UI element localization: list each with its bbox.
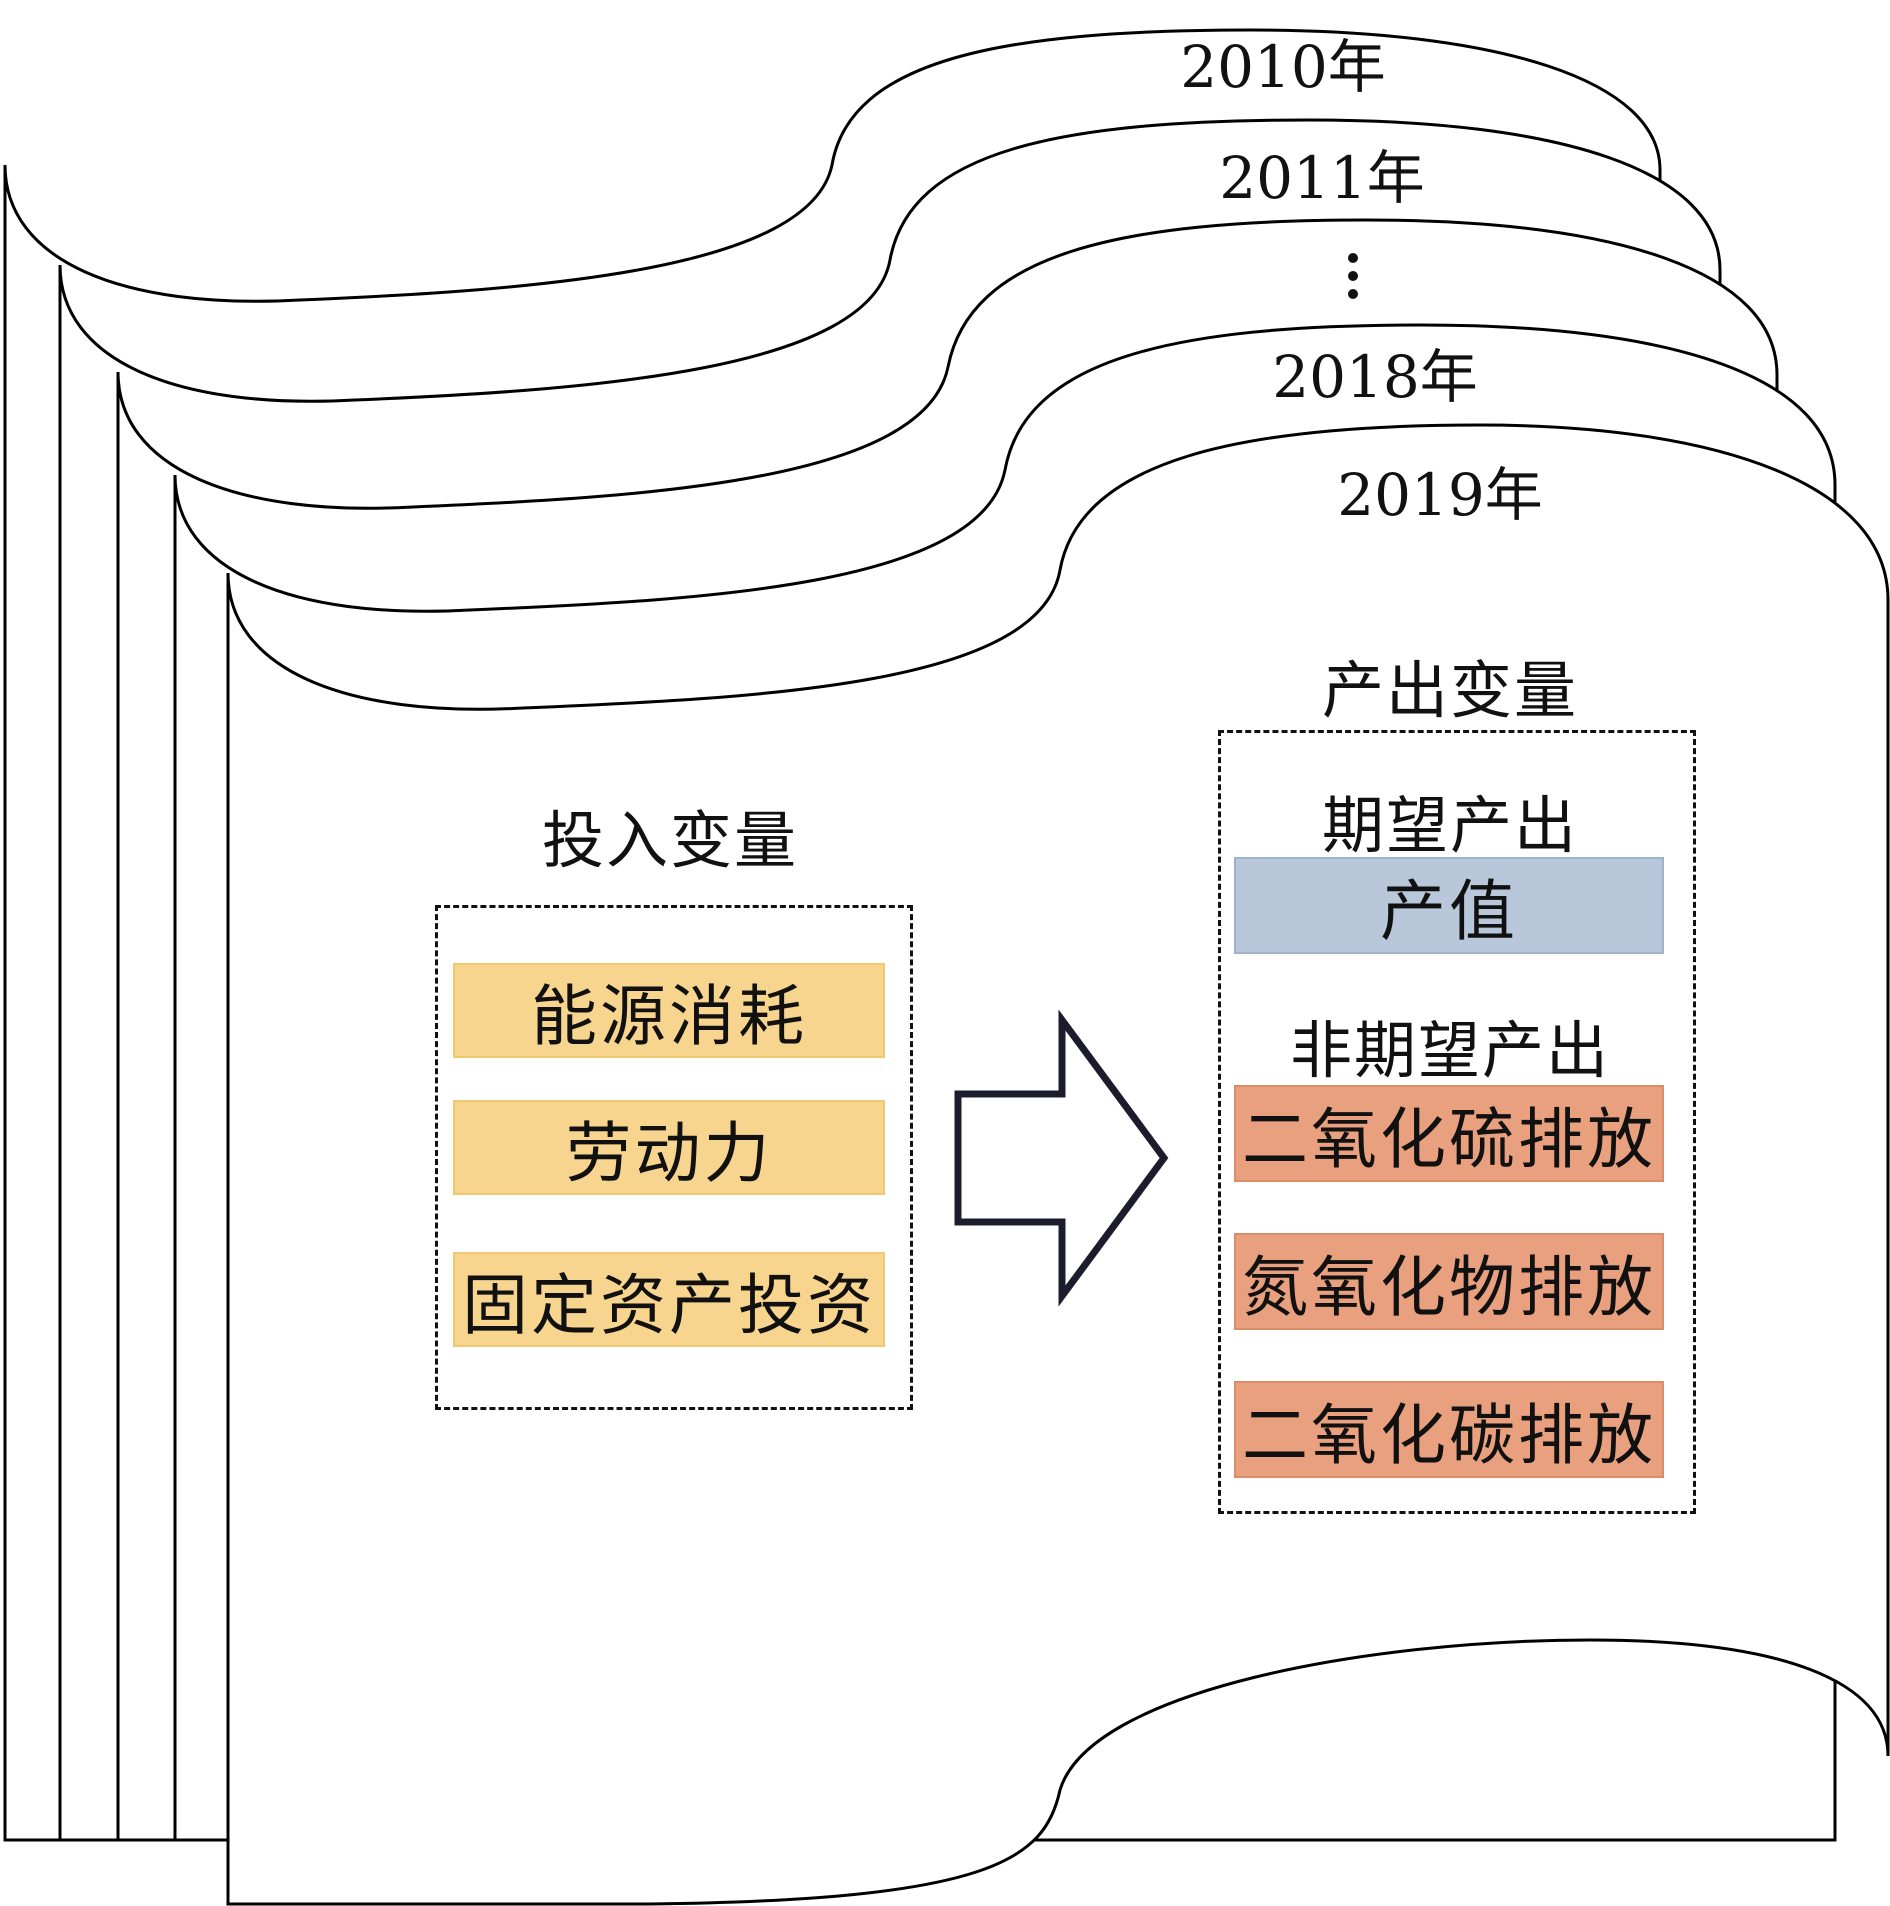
input-variables-box <box>435 905 913 1410</box>
input-variables-title: 投入变量 <box>541 804 798 877</box>
output-variables-title: 产出变量 <box>1321 654 1578 727</box>
undesired-item-nox: 氮氧化物排放 <box>1234 1233 1664 1330</box>
input-item-labor: 劳动力 <box>453 1100 885 1195</box>
desired-item-output-value: 产值 <box>1234 857 1664 954</box>
year-label-2018: 2018年 <box>1272 343 1478 411</box>
input-item-fixed-assets: 固定资产投资 <box>453 1252 885 1347</box>
ellipsis-dots-icon <box>1348 253 1358 299</box>
undesired-output-title: 非期望产出 <box>1289 1014 1610 1087</box>
input-item-energy: 能源消耗 <box>453 963 885 1058</box>
year-label-2010: 2010年 <box>1180 33 1386 101</box>
year-label-2011: 2011年 <box>1219 144 1425 212</box>
year-label-2019: 2019年 <box>1337 461 1543 529</box>
undesired-item-so2: 二氧化硫排放 <box>1234 1085 1664 1182</box>
undesired-item-co2: 二氧化碳排放 <box>1234 1381 1664 1478</box>
output-variables-box <box>1218 730 1696 1514</box>
right-arrow-icon <box>954 1010 1169 1307</box>
desired-output-title: 期望产出 <box>1321 789 1578 862</box>
